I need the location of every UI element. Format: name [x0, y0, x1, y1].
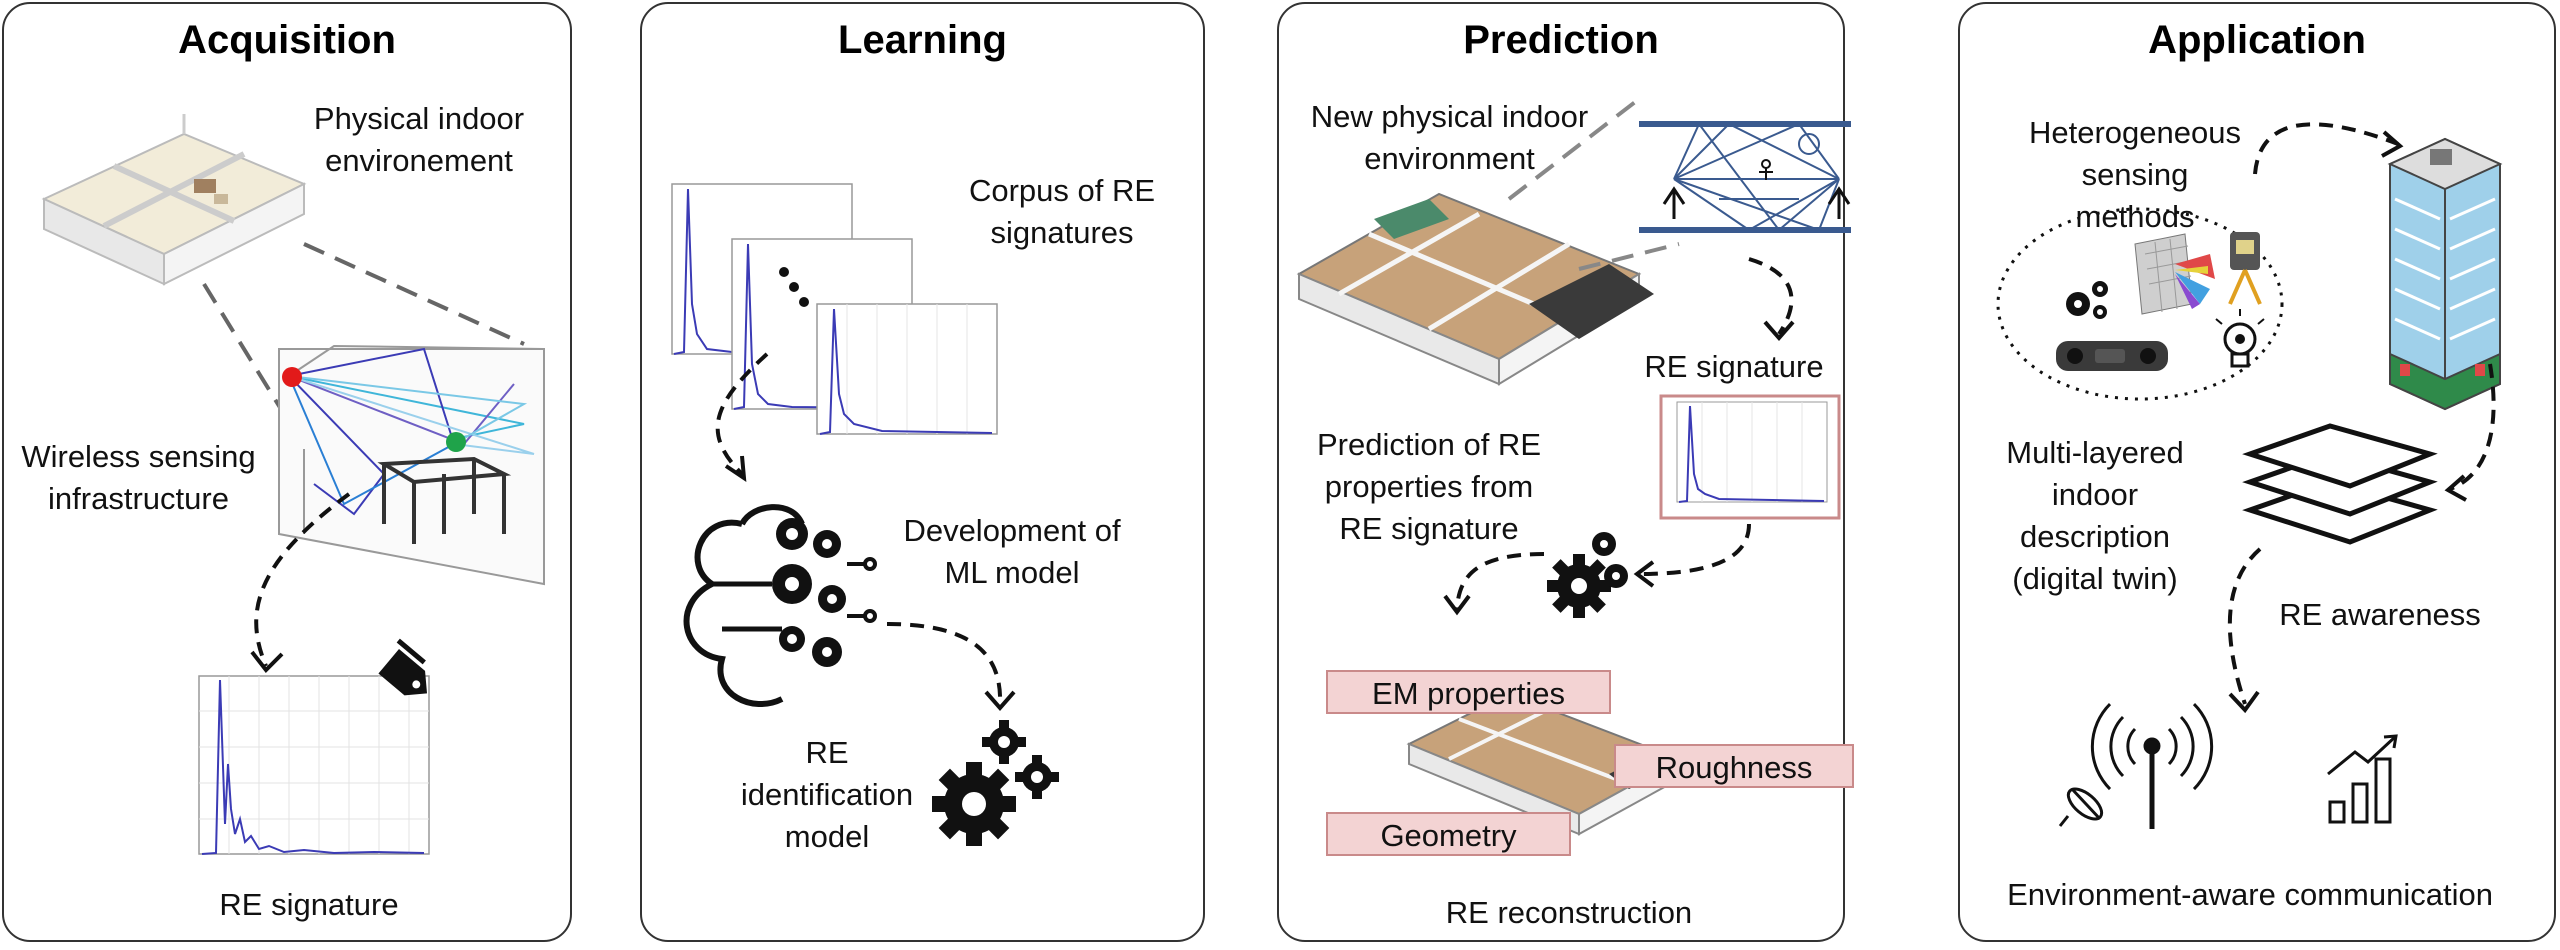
brain-gears-icon [683, 504, 877, 707]
zoom-line [202, 282, 286, 416]
corpus-label: Corpus of RE signatures [968, 173, 1156, 250]
panel-title: Learning [838, 18, 1007, 62]
panel-title: Prediction [1463, 18, 1659, 62]
application-illustration [1996, 122, 2503, 829]
flow-arrow [2227, 547, 2262, 705]
flow-arrow [2253, 122, 2399, 175]
flow-arrow [715, 352, 769, 476]
satellite-dish-icon [2058, 787, 2104, 827]
tag-icon [378, 638, 428, 696]
ray-tracing-room [278, 344, 545, 586]
em-properties-box: EM properties [1326, 670, 1611, 714]
acquisition-illustration [41, 114, 545, 855]
panel-prediction: Prediction [1277, 2, 1854, 942]
gears-icon [1547, 532, 1628, 618]
signature-plot [198, 675, 430, 855]
bulb-icon [2215, 309, 2265, 368]
heterogeneous-label: Heterogeneous sensing methods [2029, 115, 2241, 234]
signature-corpus [671, 183, 998, 435]
development-label: Development of ML model [903, 513, 1121, 590]
floorplan-3d [41, 114, 307, 286]
ray-diagram [1639, 121, 1851, 233]
geometry-box: Geometry [1326, 812, 1571, 856]
panel-title: Acquisition [178, 18, 396, 62]
physical-env-label: Physical indoor environement [313, 101, 525, 178]
zoom-line [1578, 242, 1680, 271]
antenna-icon [2090, 702, 2214, 829]
flow-arrow [1638, 523, 1751, 576]
identification-label: RE identification model [740, 735, 914, 854]
gears-icon [2066, 281, 2108, 319]
building-icon [2387, 137, 2503, 411]
flow-arrow [2449, 363, 2496, 491]
new-env-label: New physical indoor environment [1310, 99, 1589, 176]
transmitter-dot [282, 367, 302, 387]
layers-icon [2242, 423, 2438, 545]
multilayer-label: Multi-layered indoor description (digita… [2006, 435, 2184, 596]
re-signature-label: RE signature [1644, 349, 1824, 384]
flow-arrow [1455, 552, 1545, 610]
re-awareness-label: RE awareness [2279, 597, 2481, 632]
flow-arrow [1748, 257, 1794, 336]
wireless-infra-label: Wireless sensing infrastructure [21, 439, 256, 516]
zoom-line [1507, 97, 1641, 201]
gears-icon [932, 720, 1059, 846]
satellite-icon [2228, 232, 2262, 305]
learning-illustration [671, 183, 1059, 846]
scanner-icon [2134, 233, 2215, 315]
prediction-props-label: Prediction of RE properties from RE sign… [1317, 427, 1541, 546]
receiver-dot [446, 432, 466, 452]
roughness-box: Roughness [1614, 744, 1854, 788]
camera-icon [2056, 341, 2168, 371]
floorplan-3d-large [1296, 192, 1654, 386]
reconstruction-label: RE reconstruction [1445, 895, 1693, 930]
flow-arrow [886, 622, 1003, 705]
zoom-line [303, 242, 525, 346]
prediction-illustration [1296, 97, 1851, 836]
env-aware-comm-label: Environment-aware communication [2007, 877, 2493, 912]
signature-plot [1659, 394, 1841, 520]
panel-learning: Learning [640, 2, 1205, 942]
panel-title: Application [2148, 18, 2366, 62]
flow-arrow [254, 492, 351, 667]
panel-application: Application [1958, 2, 2556, 942]
re-signature-label: RE signature [219, 887, 399, 922]
bar-chart-icon [2327, 734, 2398, 824]
sensing-methods-group [1996, 207, 2284, 401]
panel-acquisition: Acquisition [2, 2, 572, 942]
